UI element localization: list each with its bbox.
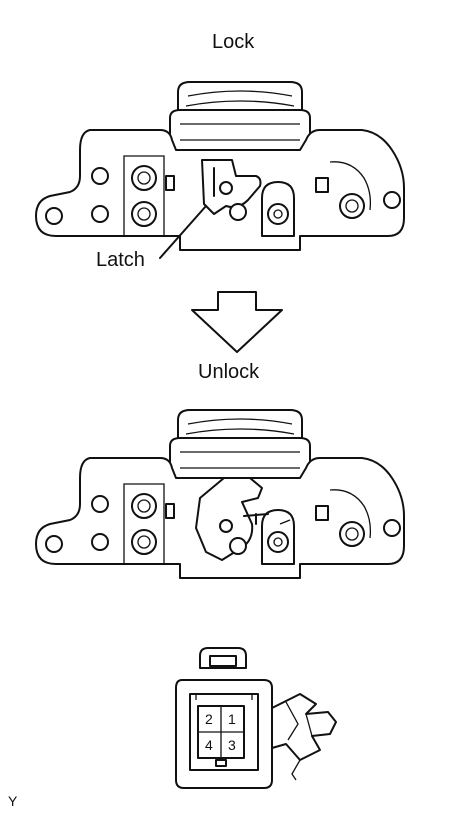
lock-state-assembly	[35, 81, 405, 259]
connector-pin-1: 1	[228, 711, 236, 727]
unlock-label: Unlock	[198, 361, 260, 383]
connector-drawing	[175, 647, 337, 789]
connector-pin-2: 2	[205, 711, 213, 727]
lock-label: Lock	[212, 31, 255, 53]
latch-leader-line	[159, 205, 207, 259]
unlock-state-assembly	[35, 409, 405, 579]
down-arrow-icon	[191, 291, 283, 353]
diagram-code-label: Y	[8, 793, 18, 809]
connector-pin-4: 4	[205, 737, 213, 753]
latch-label: Latch	[96, 249, 145, 271]
connector-pin-3: 3	[228, 737, 236, 753]
latch-part-unlocked	[195, 477, 263, 561]
